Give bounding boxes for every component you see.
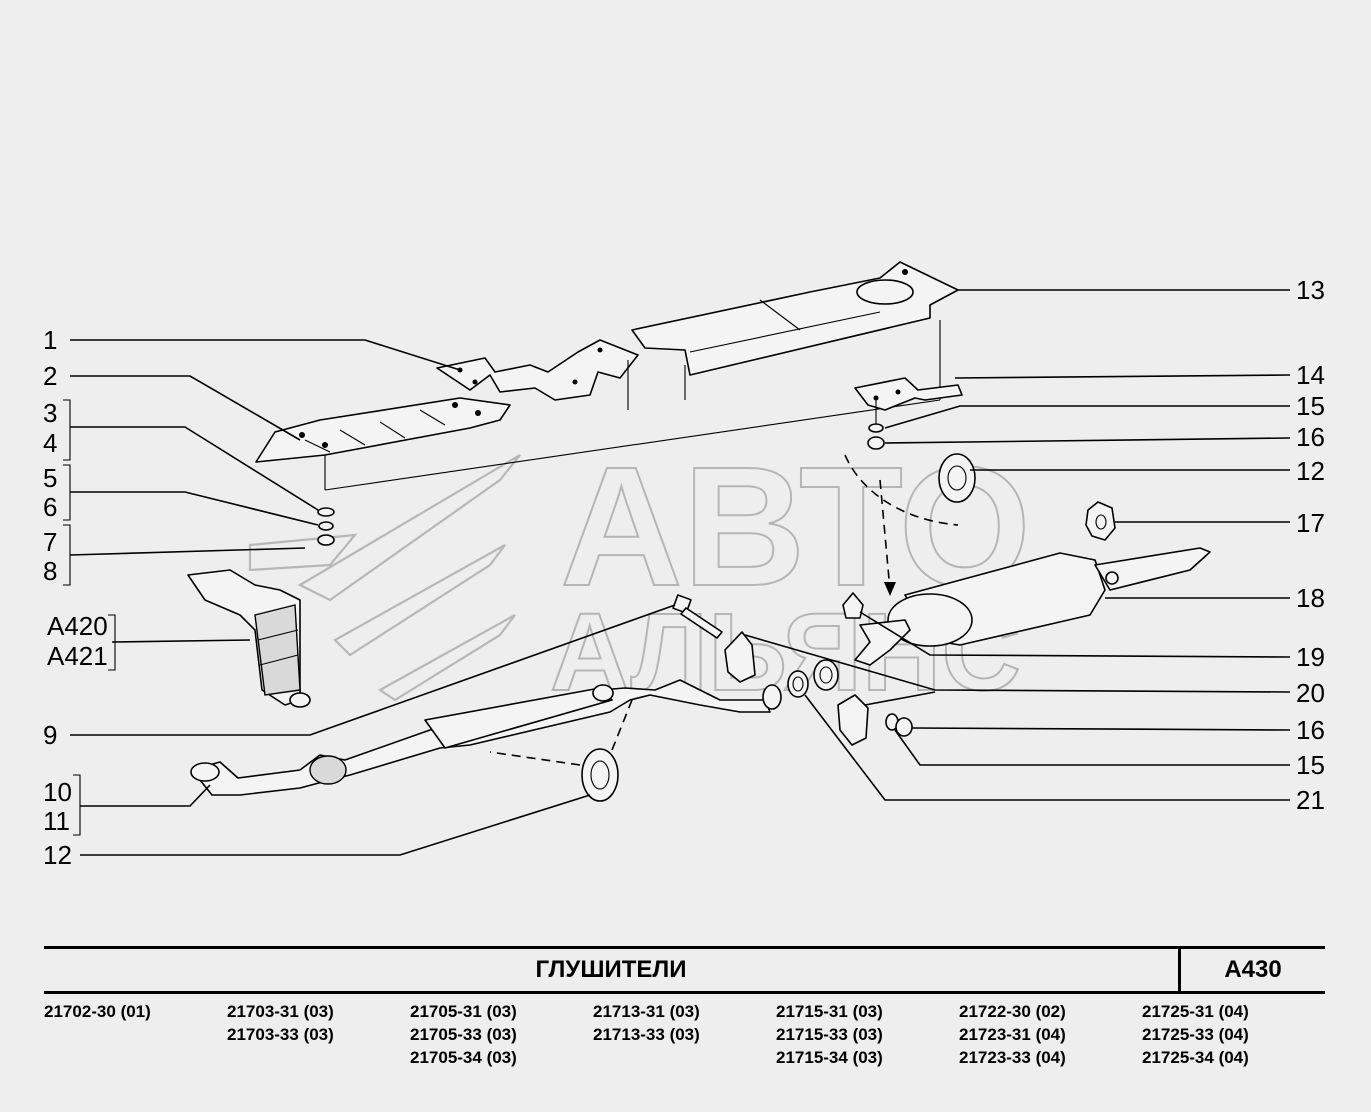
model-code: 21715-34 (03) <box>776 1048 883 1067</box>
callout-2: 2 <box>43 361 57 391</box>
callout-10: 10 <box>43 777 72 807</box>
callout-3: 3 <box>43 398 57 428</box>
model-code: 21713-33 (03) <box>593 1025 700 1044</box>
model-code: 21715-33 (03) <box>776 1025 883 1044</box>
catalytic-manifold <box>187 569 311 708</box>
watermark-logo: АВТО АЛЬЯНС <box>248 431 1032 715</box>
model-code: 21703-31 (03) <box>227 1002 334 1021</box>
callout-17: 17 <box>1296 508 1325 538</box>
main-muffler <box>854 547 1211 666</box>
callout-16-lower: 16 <box>1296 715 1325 745</box>
model-code: 21723-33 (04) <box>959 1048 1066 1067</box>
model-code: 21725-33 (04) <box>1142 1025 1249 1044</box>
callout-1: 1 <box>43 325 57 355</box>
washer-stack-rear <box>885 713 913 737</box>
callout-20: 20 <box>1296 678 1325 708</box>
callout-8: 8 <box>43 556 57 586</box>
callout-5: 5 <box>43 463 57 493</box>
leader-lines-left <box>63 339 676 856</box>
gasket-ring <box>787 659 839 698</box>
rubber-hanger-rear <box>1085 501 1116 541</box>
model-column: 21705-31 (03) 21705-33 (03) 21705-34 (03… <box>410 1000 593 1069</box>
washer-stack-front <box>317 507 335 546</box>
model-column: 21725-31 (04) 21725-33 (04) 21725-34 (04… <box>1142 1000 1325 1069</box>
model-code: 21722-30 (02) <box>959 1002 1066 1021</box>
guide-line-hanger-upper <box>844 454 959 591</box>
callout-4: 4 <box>43 428 57 458</box>
callout-13: 13 <box>1296 275 1325 305</box>
callouts-left: 1 2 3 4 5 6 7 8 A420 A421 9 10 11 12 <box>43 325 108 870</box>
clamp-half-lower <box>837 694 869 746</box>
guide-line-hanger-lower <box>489 699 633 766</box>
callout-11: 11 <box>43 806 70 836</box>
arrow-head <box>884 582 896 596</box>
callout-21: 21 <box>1296 785 1325 815</box>
model-code: 21705-33 (03) <box>410 1025 517 1044</box>
model-code: 21703-33 (03) <box>227 1025 334 1044</box>
callout-12-right: 12 <box>1296 456 1325 486</box>
bracket-front <box>436 339 639 401</box>
model-column: 21713-31 (03) 21713-33 (03) <box>593 1000 776 1069</box>
bolt <box>672 594 723 639</box>
front-exhaust-pipe <box>190 679 782 796</box>
callout-15-upper: 15 <box>1296 391 1325 421</box>
title-row: ГЛУШИТЕЛИ A430 <box>44 946 1325 994</box>
callout-18: 18 <box>1296 583 1325 613</box>
callouts-right: 13 14 15 16 12 17 18 19 20 16 15 21 <box>1296 275 1325 815</box>
model-column: 21703-31 (03) 21703-33 (03) <box>227 1000 410 1069</box>
model-code: 21705-31 (03) <box>410 1002 517 1021</box>
title-block: ГЛУШИТЕЛИ A430 21702-30 (01) 21703-31 (0… <box>44 946 1325 1069</box>
callout-a421: A421 <box>47 641 108 671</box>
rubber-bump-stop <box>842 592 864 619</box>
callout-14: 14 <box>1296 360 1325 390</box>
model-code: 21723-31 (04) <box>959 1025 1066 1044</box>
washer-stack-rear-upper <box>867 423 885 450</box>
section-code: A430 <box>1224 956 1282 983</box>
model-code: 21713-31 (03) <box>593 1002 700 1021</box>
callout-6: 6 <box>43 492 57 522</box>
model-code: 21715-31 (03) <box>776 1002 883 1021</box>
page-title: ГЛУШИТЕЛИ <box>44 949 1181 991</box>
clamp-half-upper <box>724 631 756 683</box>
callout-7: 7 <box>43 527 57 557</box>
callout-15-lower: 15 <box>1296 750 1325 780</box>
guide-line-shields <box>324 320 941 491</box>
callout-19: 19 <box>1296 642 1325 672</box>
model-code: 21702-30 (01) <box>44 1002 151 1021</box>
model-column: 21702-30 (01) <box>44 1000 227 1069</box>
model-column: 21722-30 (02) 21723-31 (04) 21723-33 (04… <box>959 1000 1142 1069</box>
callout-9: 9 <box>43 720 57 750</box>
leader-lines-right <box>744 289 1291 801</box>
callout-12-left: 12 <box>43 840 72 870</box>
callout-a420: A420 <box>47 611 108 641</box>
rubber-hanger-upper <box>938 453 976 503</box>
model-code: 21725-31 (04) <box>1142 1002 1249 1021</box>
heat-shield-rear <box>631 261 959 376</box>
heat-shield-front <box>255 397 511 463</box>
model-code: 21705-34 (03) <box>410 1048 517 1067</box>
callout-16-upper: 16 <box>1296 422 1325 452</box>
model-code: 21725-34 (04) <box>1142 1048 1249 1067</box>
model-column: 21715-31 (03) 21715-33 (03) 21715-34 (03… <box>776 1000 959 1069</box>
rubber-hanger-lower <box>581 748 619 802</box>
model-list: 21702-30 (01) 21703-31 (03) 21703-33 (03… <box>44 994 1325 1069</box>
bracket-rear <box>854 377 963 411</box>
